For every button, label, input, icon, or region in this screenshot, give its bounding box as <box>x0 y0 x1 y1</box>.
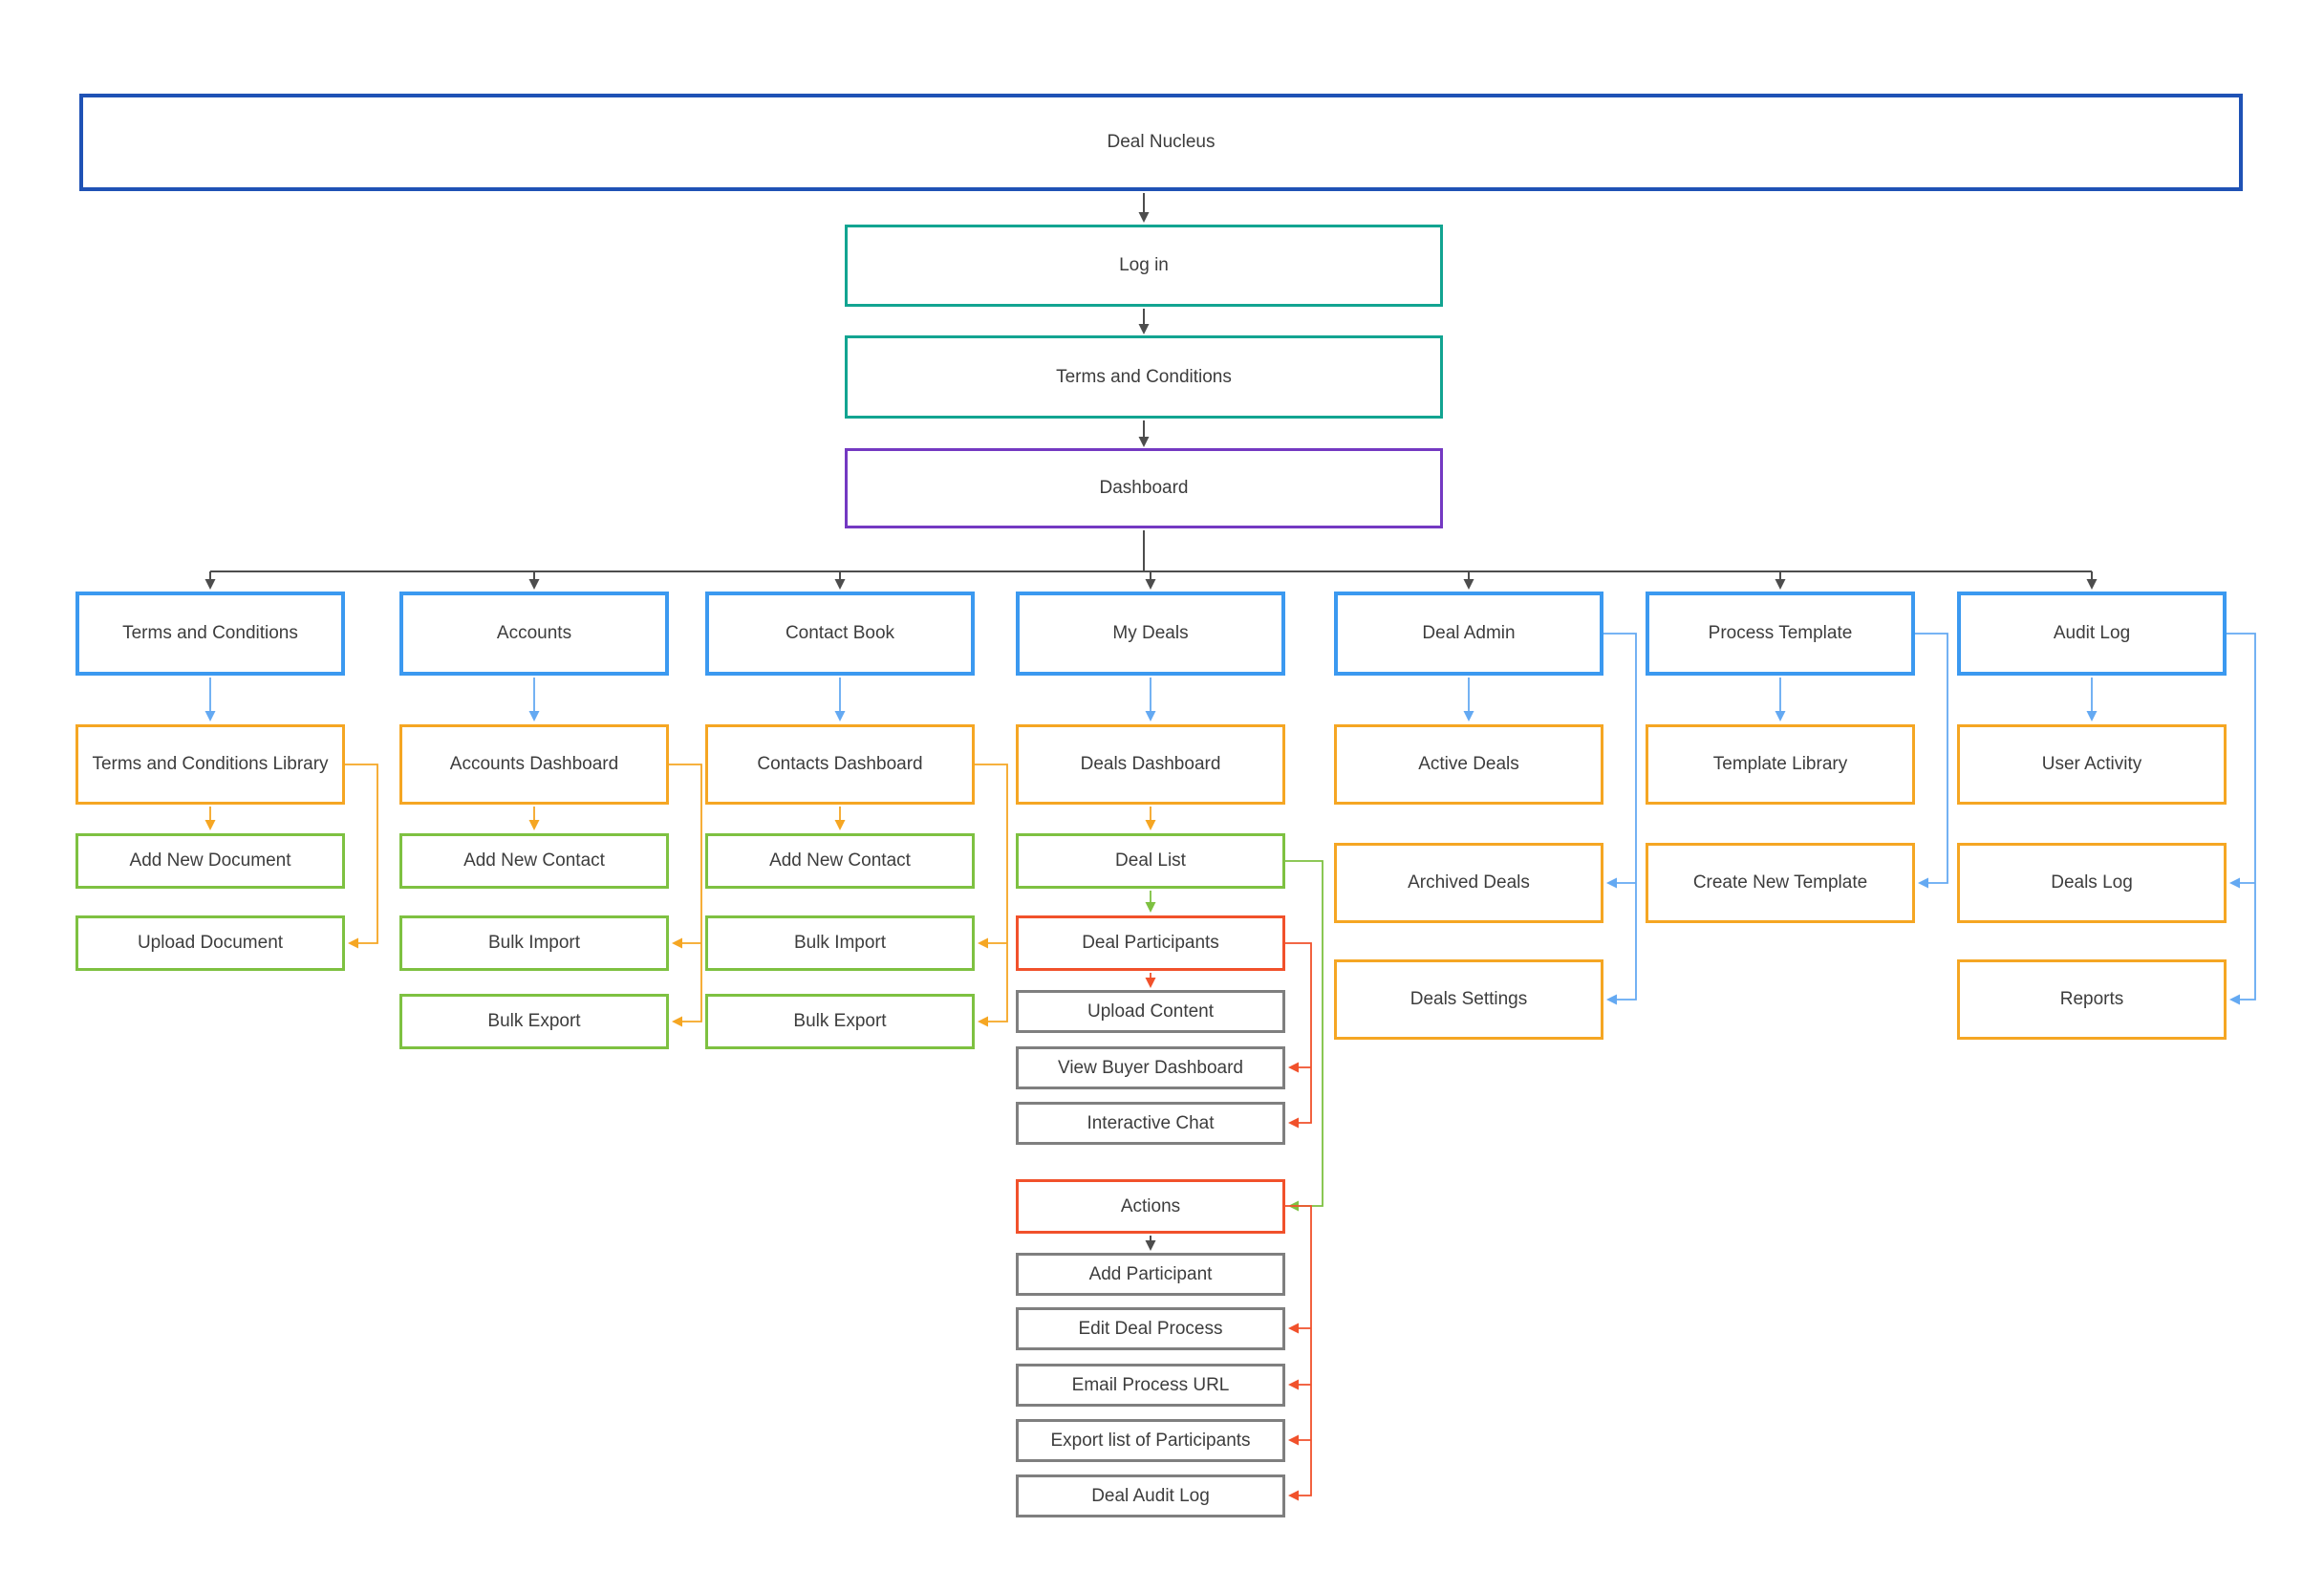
node-add-new-document: Add New Document <box>75 833 345 889</box>
connector <box>1915 633 1948 889</box>
node-upload-document: Upload Document <box>75 915 345 971</box>
node-add-new-contact-accounts: Add New Contact <box>399 833 669 889</box>
node-accounts-dashboard: Accounts Dashboard <box>399 724 669 805</box>
node-add-participant: Add Participant <box>1016 1253 1285 1296</box>
node-log-in: Log in <box>845 225 1443 307</box>
node-deal-participants: Deal Participants <box>1016 915 1285 971</box>
node-label: Export list of Participants <box>1050 1430 1251 1451</box>
node-create-new-template: Create New Template <box>1646 843 1915 923</box>
connector <box>1285 1205 1312 1501</box>
node-terms-and-conditions-library: Terms and Conditions Library <box>75 724 345 805</box>
node-label: Active Deals <box>1418 754 1519 775</box>
node-label: My Deals <box>1112 623 1189 644</box>
node-label: Add New Contact <box>463 850 605 872</box>
node-terms-and-conditions-step: Terms and Conditions <box>845 335 1443 419</box>
node-label: Terms and Conditions Library <box>92 754 329 775</box>
node-view-buyer-dashboard: View Buyer Dashboard <box>1016 1046 1285 1089</box>
node-label: Upload Content <box>1087 1001 1215 1022</box>
node-label: Deal Admin <box>1422 623 1516 644</box>
node-label: Bulk Import <box>793 933 887 954</box>
node-deals-settings: Deals Settings <box>1334 959 1603 1040</box>
node-bulk-import: Bulk Import <box>705 915 975 971</box>
node-label: Deals Log <box>2051 872 2133 893</box>
node-export-list-of-participants: Export list of Participants <box>1016 1419 1285 1462</box>
node-label: Deals Dashboard <box>1080 754 1221 775</box>
node-section-contact-book: Contact Book <box>705 592 975 676</box>
node-label: Deal Audit Log <box>1091 1485 1210 1506</box>
node-label: Bulk Export <box>487 1011 581 1032</box>
node-label: Deal Nucleus <box>1107 132 1216 153</box>
node-label: Add New Contact <box>769 850 911 872</box>
node-label: Interactive Chat <box>1087 1112 1215 1133</box>
node-label: Accounts <box>496 623 572 644</box>
node-section-audit-log: Audit Log <box>1957 592 2227 676</box>
node-label: Add Participant <box>1088 1263 1213 1284</box>
node-label: Accounts Dashboard <box>449 754 619 775</box>
node-section-terms-and-conditions: Terms and Conditions <box>75 592 345 676</box>
node-label: Dashboard <box>1099 478 1189 499</box>
node-email-process-url: Email Process URL <box>1016 1364 1285 1407</box>
node-label: Template Library <box>1712 754 1848 775</box>
connector <box>2227 633 2256 1005</box>
node-label: Contacts Dashboard <box>757 754 923 775</box>
node-label: Deals Settings <box>1409 989 1528 1010</box>
node-label: Terms and Conditions <box>122 623 298 644</box>
node-label: Email Process URL <box>1071 1374 1230 1395</box>
node-edit-deal-process: Edit Deal Process <box>1016 1307 1285 1350</box>
node-label: User Activity <box>2041 754 2142 775</box>
node-bulk-import-accounts: Bulk Import <box>399 915 669 971</box>
connector <box>1285 942 1312 1129</box>
node-label: Deal Participants <box>1082 933 1219 954</box>
node-label: Archived Deals <box>1408 872 1530 893</box>
node-label: Audit Log <box>2053 623 2131 644</box>
node-upload-content: Upload Content <box>1016 990 1285 1033</box>
node-label: Contact Book <box>785 623 895 644</box>
node-label: Reports <box>2059 989 2124 1010</box>
node-reports: Reports <box>1957 959 2227 1040</box>
node-deals-dashboard: Deals Dashboard <box>1016 724 1285 805</box>
node-label: Add New Document <box>129 850 291 872</box>
node-template-library: Template Library <box>1646 724 1915 805</box>
node-deal-list: Deal List <box>1016 833 1285 889</box>
node-active-deals: Active Deals <box>1334 724 1603 805</box>
connector <box>1285 860 1323 1212</box>
node-deal-audit-log: Deal Audit Log <box>1016 1474 1285 1517</box>
node-user-activity: User Activity <box>1957 724 2227 805</box>
node-label: Deal List <box>1115 850 1186 872</box>
node-label: Edit Deal Process <box>1078 1318 1223 1339</box>
node-dashboard: Dashboard <box>845 448 1443 528</box>
node-interactive-chat: Interactive Chat <box>1016 1102 1285 1145</box>
node-bulk-export-accounts: Bulk Export <box>399 994 669 1049</box>
connector <box>345 764 378 949</box>
node-deals-log: Deals Log <box>1957 843 2227 923</box>
node-label: View Buyer Dashboard <box>1058 1057 1243 1078</box>
node-section-accounts: Accounts <box>399 592 669 676</box>
connector <box>1603 633 1637 1005</box>
node-label: Upload Document <box>137 933 284 954</box>
connector <box>975 764 1008 1027</box>
node-label: Process Template <box>1708 623 1853 644</box>
node-label: Bulk Import <box>487 933 581 954</box>
node-label: Actions <box>1120 1195 1181 1216</box>
connector <box>669 764 702 1027</box>
node-section-process-template: Process Template <box>1646 592 1915 676</box>
node-archived-deals: Archived Deals <box>1334 843 1603 923</box>
node-label: Bulk Export <box>793 1011 887 1032</box>
node-deal-nucleus: Deal Nucleus <box>79 94 2243 191</box>
node-section-my-deals: My Deals <box>1016 592 1285 676</box>
node-actions: Actions <box>1016 1179 1285 1234</box>
node-bulk-export: Bulk Export <box>705 994 975 1049</box>
node-label: Terms and Conditions <box>1056 366 1232 387</box>
node-section-deal-admin: Deal Admin <box>1334 592 1603 676</box>
node-label: Create New Template <box>1692 872 1868 893</box>
node-label: Log in <box>1119 255 1169 276</box>
node-add-new-contact: Add New Contact <box>705 833 975 889</box>
node-contacts-dashboard: Contacts Dashboard <box>705 724 975 805</box>
